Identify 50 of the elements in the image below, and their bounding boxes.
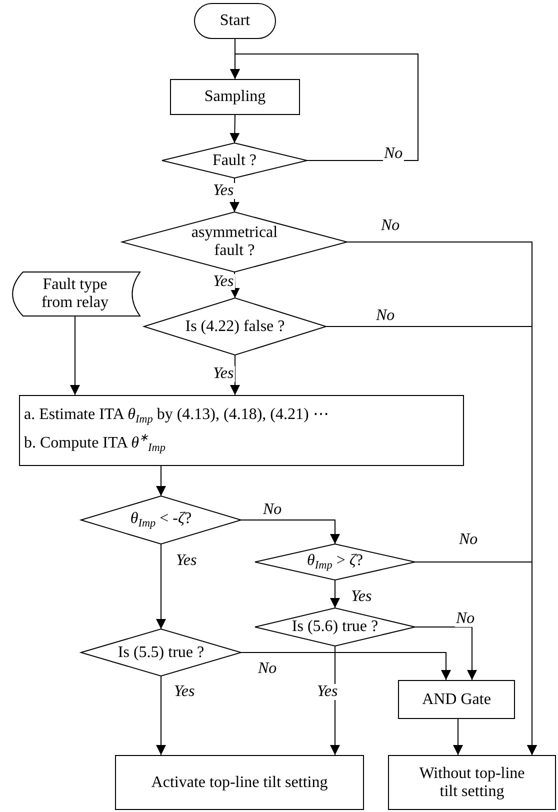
process-box xyxy=(388,755,556,810)
edge-label: Yes xyxy=(212,183,235,199)
node-text: Is (5.6) true ? xyxy=(292,618,378,636)
node-text: Start xyxy=(220,12,250,30)
decision-diamond xyxy=(81,496,241,544)
arrow xyxy=(230,54,418,161)
arrow xyxy=(453,718,463,756)
node-text: asymmetrical fault ? xyxy=(190,224,279,260)
arrow xyxy=(240,652,451,680)
arrow xyxy=(414,626,477,680)
decision-diamond xyxy=(255,608,415,646)
arrow xyxy=(230,114,240,144)
arrow xyxy=(156,676,166,756)
edge-label: No xyxy=(455,611,476,627)
arrow xyxy=(330,580,340,608)
node-text: Activate top-line tilt setting xyxy=(151,774,328,792)
arrow xyxy=(414,562,537,756)
process-box xyxy=(398,680,515,719)
edge-label: Yes xyxy=(316,684,339,700)
decision-diamond xyxy=(255,544,415,580)
process-box xyxy=(115,755,364,810)
node-text: Is (5.5) true ? xyxy=(118,644,204,662)
arrow xyxy=(240,520,340,544)
start-terminal xyxy=(194,3,276,39)
process-box xyxy=(170,79,300,115)
node-text: Without top-line tilt setting xyxy=(418,764,526,800)
node-text: θ$_{Imp}$ < -ζ? xyxy=(130,510,192,530)
decision-diamond xyxy=(162,143,307,178)
arrow xyxy=(330,646,340,756)
node-text: θ$_{Imp}$ > ζ? xyxy=(307,552,363,572)
decision-diamond xyxy=(122,212,347,272)
node-text: Sampling xyxy=(204,88,266,106)
data-input-shape xyxy=(10,272,140,316)
node-text: Fault ? xyxy=(212,152,256,170)
arrow xyxy=(230,272,240,298)
node-text: AND Gate xyxy=(422,690,491,708)
process-box xyxy=(19,395,464,466)
edge-label: Yes xyxy=(212,366,235,382)
node-text: Is (4.22) false ? xyxy=(185,318,285,336)
edge-label: No xyxy=(383,146,404,162)
arrow xyxy=(156,466,166,496)
arrow xyxy=(156,544,166,630)
arrow xyxy=(230,178,240,212)
node-text: a. Estimate ITA θ$_{Imp}$ by (4.13), (4.18), (4.21) ⋯ xyxy=(24,406,329,426)
decision-diamond xyxy=(81,629,241,676)
arrow xyxy=(70,316,80,396)
edge-label: Yes xyxy=(212,274,235,290)
decision-diamond xyxy=(144,298,326,355)
node-text: Fault type from relay xyxy=(40,276,110,312)
arrow xyxy=(230,354,240,396)
